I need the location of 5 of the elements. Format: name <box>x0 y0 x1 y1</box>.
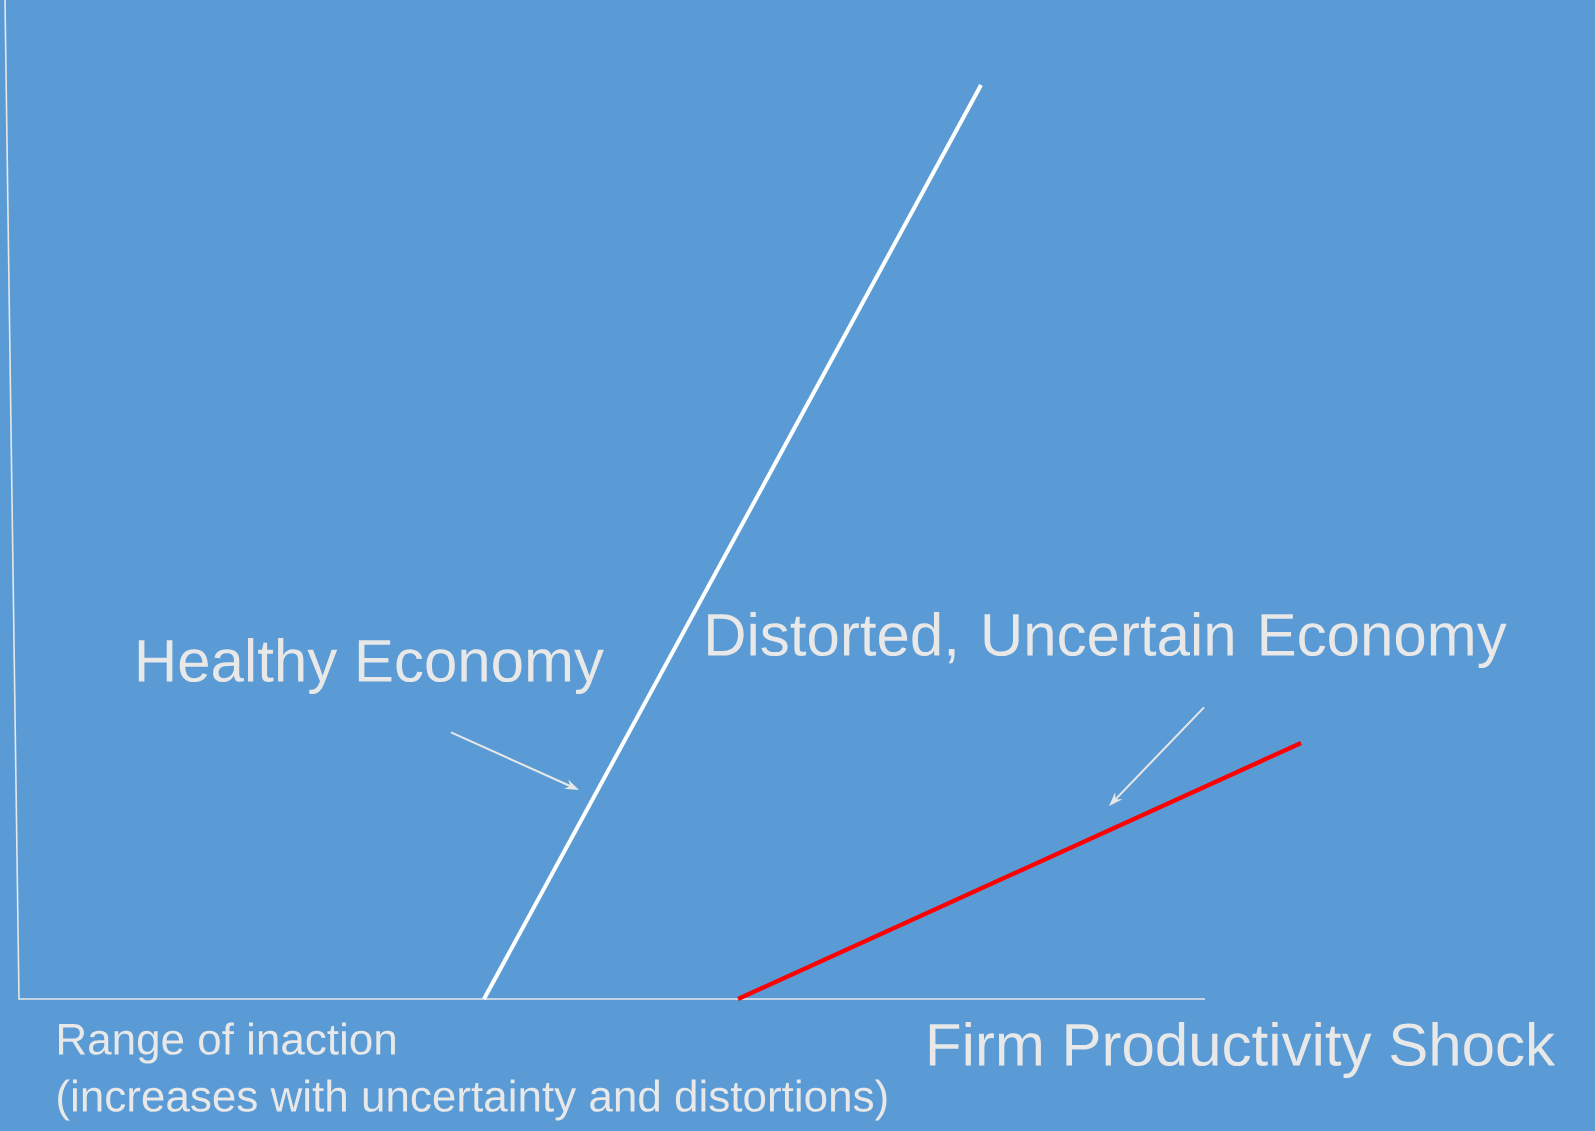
diagram-label: Distorted, Uncertain Economy <box>708 612 1507 668</box>
axis-note: (increases with uncertainty and distortions) <box>58 1079 887 1121</box>
diagram-label: Healthy Economy <box>138 638 604 694</box>
axis-title: Firm Productivity Shock <box>929 1022 1556 1078</box>
axis-note: Range of inaction <box>59 1022 395 1064</box>
